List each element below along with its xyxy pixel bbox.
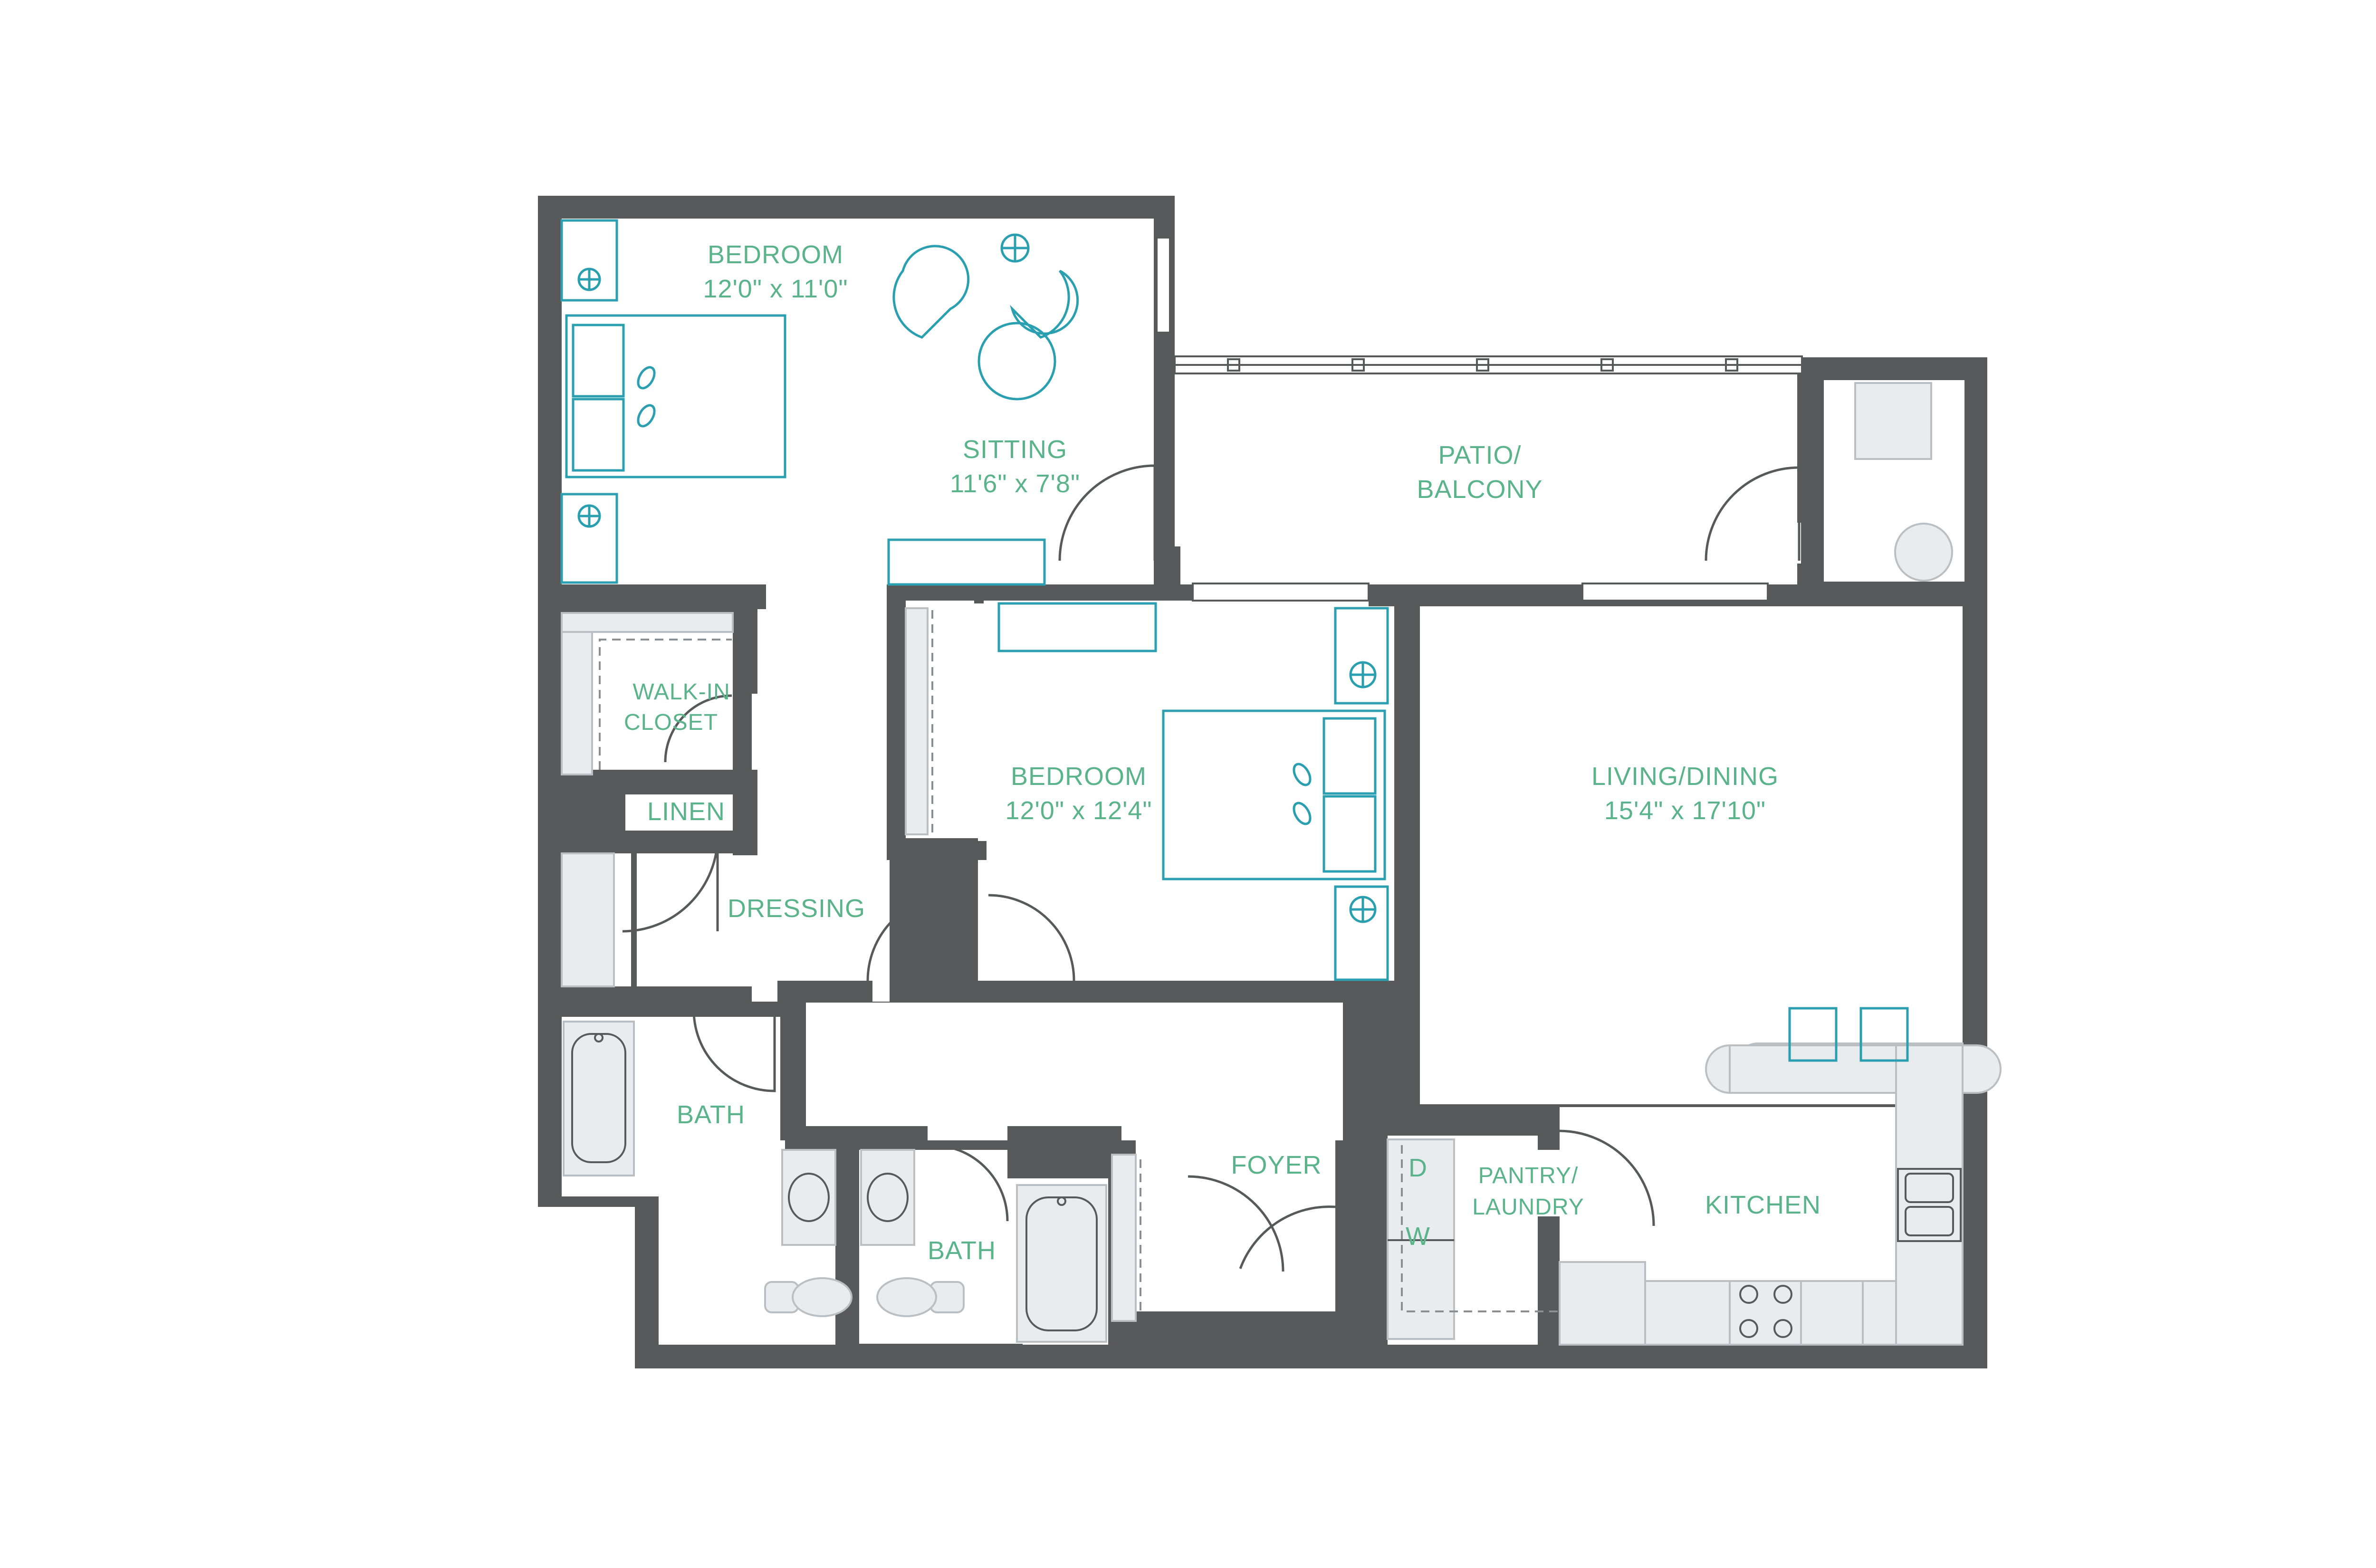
kitchen-name: KITCHEN: [1705, 1191, 1821, 1219]
bedroom-1-name: BEDROOM: [708, 240, 843, 269]
living-dining-size: 15'4" x 17'10": [1604, 796, 1766, 825]
bedroom-1-size: 12'0" x 11'0": [703, 275, 848, 303]
bath-fixtures: [563, 1021, 1107, 1343]
sitting-name: SITTING: [963, 435, 1067, 464]
bath-2-name: BATH: [928, 1236, 996, 1265]
bath-1-name: BATH: [677, 1100, 745, 1129]
dryer-label: D: [1408, 1154, 1428, 1182]
storage-fixtures: [1854, 382, 1953, 582]
laundry-fixtures: [1111, 1078, 1897, 1340]
floors: [562, 219, 1964, 1345]
bar-stools: [1788, 1007, 1909, 1062]
kitchen-fixtures: [1559, 1042, 2002, 1346]
walk-in-closet-line-1: WALK-IN: [632, 679, 730, 705]
linen-name: LINEN: [647, 797, 725, 826]
dressing-name: DRESSING: [728, 894, 865, 923]
patio-line-1: PATIO/: [1438, 441, 1521, 469]
living-dining-name: LIVING/DINING: [1591, 762, 1779, 791]
walk-in-closet-line-2: CLOSET: [624, 710, 718, 735]
bedroom-2-furniture: [905, 602, 1389, 981]
room-labels: BEDROOM 12'0" x 11'0" SITTING 11'6" x 7'…: [624, 240, 1821, 1265]
pantry-line-1: PANTRY/: [1478, 1163, 1579, 1188]
washer-label: W: [1406, 1222, 1430, 1251]
bedroom-1-furniture: [560, 219, 1079, 586]
foyer-name: FOYER: [1231, 1151, 1322, 1179]
bedroom-2-name: BEDROOM: [1011, 762, 1147, 791]
door-swings: [622, 464, 1801, 1272]
pantry-line-2: LAUNDRY: [1472, 1195, 1584, 1220]
closet-shelving: [561, 612, 734, 987]
patio-line-2: BALCONY: [1417, 475, 1542, 504]
sitting-size: 11'6" x 7'8": [950, 469, 1080, 498]
window-mullions: [1227, 358, 1738, 372]
bedroom-2-size: 12'0" x 12'4": [1005, 796, 1152, 825]
